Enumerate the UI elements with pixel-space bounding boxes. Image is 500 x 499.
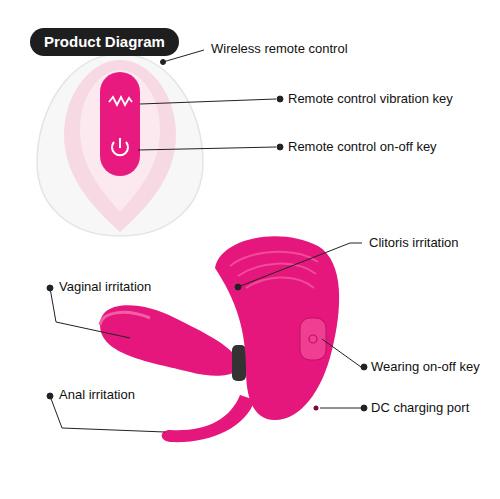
toy-body <box>100 236 339 442</box>
part-label: Remote control vibration key <box>287 91 454 107</box>
leader-lines <box>47 50 367 432</box>
part-label: Remote control on-off key <box>287 139 438 155</box>
part-label: DC charging port <box>370 400 470 416</box>
part-label: Anal irritation <box>58 387 136 403</box>
title-pill: Product Diagram <box>30 28 179 56</box>
part-label: Vaginal irritation <box>58 279 152 295</box>
remote-control <box>37 54 203 236</box>
part-label: Clitoris irritation <box>368 235 460 251</box>
part-label: Wearing on-off key <box>370 359 481 375</box>
part-label: Wireless remote control <box>210 41 349 57</box>
